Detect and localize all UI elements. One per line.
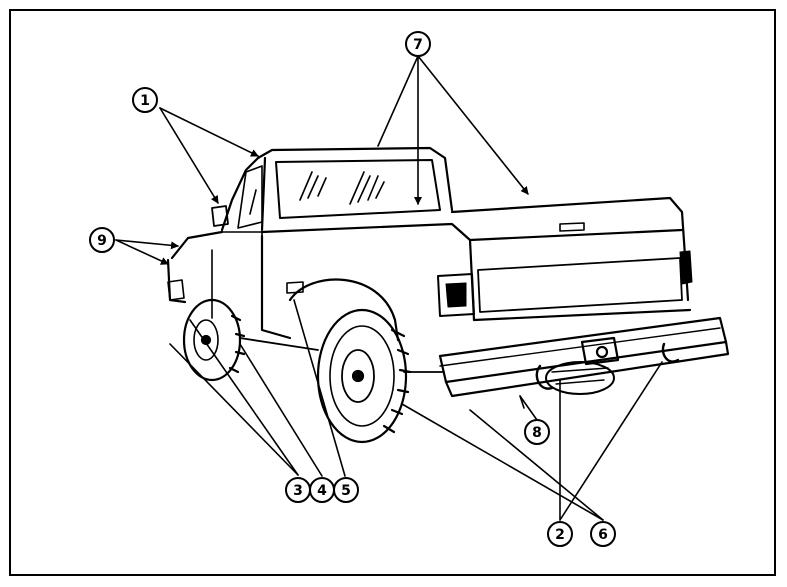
callout-6: 6 bbox=[590, 521, 616, 547]
rear-bumper bbox=[438, 316, 730, 398]
callout-7-label: 7 bbox=[413, 37, 423, 53]
chassis bbox=[239, 337, 445, 373]
tail-lights bbox=[437, 250, 693, 317]
callout-8-label: 8 bbox=[532, 425, 542, 441]
callout-8: 8 bbox=[524, 419, 550, 445]
callout-5-label: 5 bbox=[341, 483, 351, 499]
callout-4-label: 4 bbox=[317, 483, 327, 499]
callout-9: 9 bbox=[89, 227, 115, 253]
callout-9-label: 9 bbox=[97, 233, 107, 249]
truck-bed bbox=[260, 196, 692, 342]
callout-7: 7 bbox=[405, 31, 431, 57]
callout-4: 4 bbox=[309, 477, 335, 503]
callout-5: 5 bbox=[333, 477, 359, 503]
callout-3: 3 bbox=[285, 477, 311, 503]
leader-lines bbox=[115, 55, 663, 521]
callout-3-label: 3 bbox=[293, 483, 303, 499]
callout-2-label: 2 bbox=[555, 527, 565, 543]
window-glare bbox=[249, 171, 385, 215]
callout-6-label: 6 bbox=[598, 527, 608, 543]
callout-1-label: 1 bbox=[140, 93, 150, 109]
truck-illustration bbox=[166, 146, 730, 444]
front-wheel bbox=[182, 298, 246, 382]
callout-1: 1 bbox=[132, 87, 158, 113]
spare-tire bbox=[545, 361, 615, 395]
callout-2: 2 bbox=[547, 521, 573, 547]
rear-wheel bbox=[316, 308, 412, 444]
diagram-frame bbox=[9, 9, 776, 576]
